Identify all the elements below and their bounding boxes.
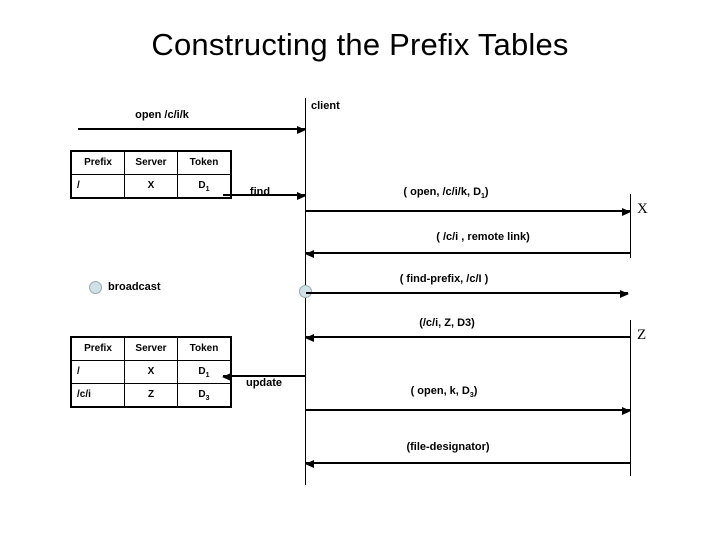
message-open-request [78, 125, 306, 134]
table-header-server: Server [124, 336, 178, 361]
broadcast-legend-label: broadcast [108, 281, 161, 293]
cell-token-subscript: 3 [205, 395, 210, 402]
table-header-row: Prefix Server Token [70, 336, 232, 361]
lifeline-server-z [630, 320, 631, 476]
table-row: /c/i Z D3 [70, 383, 232, 408]
cell-token-subscript: 1 [205, 186, 210, 193]
message-update-table [222, 372, 306, 381]
message-label-file-designator-reply: (file-designator) [406, 441, 490, 453]
arrowhead-left-icon [305, 333, 314, 342]
message-remote-link-reply [305, 249, 630, 258]
arrowhead-left-icon [305, 459, 314, 468]
arrowhead-right-icon [297, 191, 306, 200]
arrowhead-right-icon [297, 125, 306, 134]
message-label-open-to-x-post: ) [484, 186, 489, 198]
message-label-update-table: update [245, 377, 283, 389]
message-label-open-to-x-sub: 1 [481, 193, 485, 201]
prefix-table-initial: Prefix Server Token / X D1 [70, 150, 232, 199]
prefix-table-updated: Prefix Server Token / X D1 /c/i Z D3 [70, 336, 232, 408]
table-header-prefix: Prefix [70, 150, 125, 175]
cell-server: X [124, 174, 178, 199]
lifeline-label-server-x: X [637, 201, 648, 217]
message-find-local [223, 191, 306, 200]
lifeline-label-client: client [311, 100, 340, 112]
message-label-prefix-reply-from-z: (/c/i, Z, D3) [419, 317, 475, 329]
message-label-open-to-z: ( open, k, D3) [410, 385, 478, 400]
message-find-prefix-broadcast [306, 289, 629, 298]
cell-token-base: D [198, 366, 206, 377]
cell-server: Z [124, 383, 178, 408]
broadcast-event-dot-icon [299, 285, 312, 298]
message-open-to-x [306, 207, 631, 216]
message-open-to-z [306, 406, 631, 415]
arrowhead-right-icon [622, 406, 631, 415]
message-label-find-prefix-broadcast: ( find-prefix, /c/I ) [399, 273, 489, 285]
arrowhead-left-icon [305, 249, 314, 258]
table-row: / X D1 [70, 360, 232, 384]
message-label-open-to-z-sub: 3 [469, 392, 474, 400]
message-file-designator-reply [305, 459, 630, 468]
cell-prefix: / [70, 174, 125, 199]
message-prefix-reply-from-z [305, 333, 630, 342]
cell-prefix: / [70, 360, 125, 384]
message-label-remote-link-reply: ( /c/i , remote link) [436, 231, 530, 243]
message-label-find-local: find [249, 186, 271, 198]
arrowhead-right-icon [622, 207, 631, 216]
table-header-token: Token [177, 336, 232, 361]
message-label-open-request: open /c/i/k [135, 109, 189, 121]
table-row: / X D1 [70, 174, 232, 199]
cell-server: X [124, 360, 178, 384]
cell-token-subscript: 1 [205, 372, 210, 379]
lifeline-label-server-z: Z [637, 327, 647, 343]
message-label-open-to-x-pre: ( open, /c/i/k, D [403, 186, 482, 198]
table-header-server: Server [124, 150, 178, 175]
page-title: Constructing the Prefix Tables [151, 27, 569, 62]
table-header-token: Token [177, 150, 232, 175]
cell-prefix: /c/i [70, 383, 125, 408]
cell-token: D1 [177, 174, 232, 199]
arrowhead-left-icon [222, 372, 231, 381]
cell-token-base: D [198, 389, 206, 400]
arrowhead-right-icon [620, 289, 629, 298]
lifeline-server-x [630, 194, 631, 258]
message-label-open-to-z-pre: ( open, k, D [410, 385, 470, 397]
cell-token: D3 [177, 383, 232, 408]
cell-token-base: D [198, 180, 206, 191]
message-label-open-to-z-post: ) [473, 385, 478, 397]
table-header-row: Prefix Server Token [70, 150, 232, 175]
broadcast-legend-dot-icon [89, 281, 102, 294]
message-label-open-to-x: ( open, /c/i/k, D1) [403, 186, 489, 201]
table-header-prefix: Prefix [70, 336, 125, 361]
